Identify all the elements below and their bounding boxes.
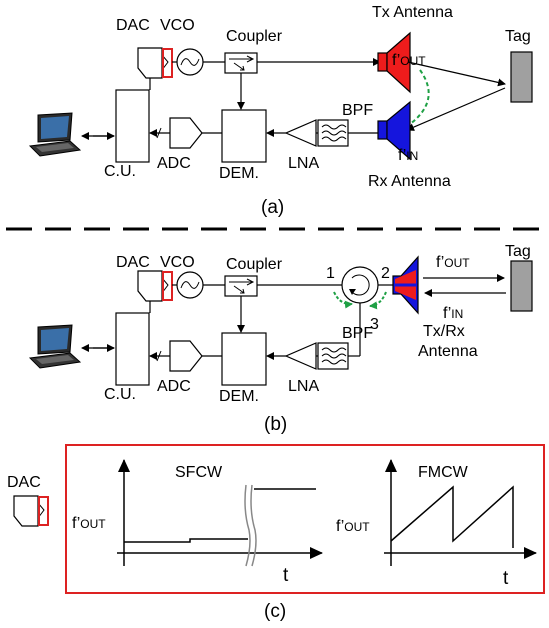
port-3-label: 3 — [370, 316, 379, 333]
dac-icon — [137, 270, 173, 302]
antenna-label-1: Tx/Rx — [423, 323, 465, 340]
axis-break-icon — [244, 484, 257, 567]
fmcw-x-label: t — [503, 568, 509, 589]
panel-a: DAC VCO Coupler Tx Antenna Tag — [28, 4, 533, 218]
antenna-label-2: Antenna — [418, 343, 478, 360]
tx-antenna-label: Tx Antenna — [372, 4, 453, 21]
vco-label: VCO — [160, 254, 195, 271]
bandpass-filter-icon — [317, 119, 349, 147]
lna-label: LNA — [288, 155, 319, 172]
tx-antenna — [377, 31, 411, 94]
coupler-label: Coupler — [226, 28, 283, 45]
dac-label: DAC — [116, 17, 150, 34]
adc-icon — [169, 117, 203, 149]
port-1-label: 1 — [326, 265, 335, 282]
cu-label: C.U. — [104, 163, 136, 180]
oscillator-icon — [176, 271, 204, 299]
control-unit-block — [115, 312, 150, 386]
caption-c: (c) — [264, 601, 286, 622]
dac-label: DAC — [7, 474, 41, 491]
amplifier-icon — [284, 342, 317, 370]
tag-label: Tag — [505, 243, 531, 260]
dac-label: DAC — [116, 254, 150, 271]
txrx-antenna — [392, 255, 419, 315]
sfcw-y-label: f’OUT — [72, 515, 106, 532]
bpf-label: BPF — [342, 102, 373, 119]
laptop-icon — [28, 112, 82, 157]
amplifier-icon — [284, 119, 317, 147]
fmcw-label: FMCW — [418, 464, 469, 481]
rx-antenna — [377, 100, 411, 161]
coupler-icon — [224, 275, 258, 297]
fmcw-y-label: f’OUT — [336, 518, 370, 535]
coupler-label: Coupler — [226, 256, 283, 273]
f-out-label: f’OUT — [436, 254, 470, 271]
tag — [510, 51, 533, 103]
demodulator-block — [221, 332, 267, 386]
bandpass-filter-icon — [317, 342, 349, 370]
sfcw-label: SFCW — [175, 464, 223, 481]
adc-icon — [169, 340, 203, 372]
cu-label: C.U. — [104, 386, 136, 403]
sfcw-x-label: t — [283, 565, 289, 586]
lna-label: LNA — [288, 378, 319, 395]
dem-label: DEM. — [219, 165, 259, 182]
dac-icon — [137, 47, 173, 79]
rx-antenna-label: Rx Antenna — [368, 173, 451, 190]
f-in-label: f’IN — [398, 147, 418, 164]
demodulator-block — [221, 109, 267, 163]
dac-icon — [13, 495, 49, 527]
tag-label: Tag — [505, 28, 531, 45]
laptop-icon — [28, 324, 82, 369]
caption-b: (b) — [264, 414, 287, 435]
dem-label: DEM. — [219, 388, 259, 405]
f-out-label: f’OUT — [392, 52, 426, 69]
waveform-frame — [65, 444, 545, 594]
adc-label: ADC — [157, 378, 191, 395]
sfcw-steps-low — [124, 538, 248, 543]
bpf-label: BPF — [342, 325, 373, 342]
f-in-label: f’IN — [443, 305, 463, 322]
fmcw-sawtooth — [390, 485, 514, 548]
port-2-label: 2 — [381, 265, 390, 282]
caption-a: (a) — [261, 197, 284, 218]
echo-arrow-1 — [333, 291, 353, 309]
oscillator-icon — [176, 48, 204, 76]
echo-arrow-2 — [369, 291, 387, 310]
tag — [510, 260, 533, 312]
circulator-icon — [341, 266, 379, 304]
coupler-icon — [224, 52, 258, 74]
adc-label: ADC — [157, 155, 191, 172]
panel-b: DAC VCO Coupler Tag 1 2 3 — [28, 243, 533, 435]
control-unit-block — [115, 89, 150, 163]
vco-label: VCO — [160, 17, 195, 34]
panel-c: DAC SFCW f’OUT t FMCW f’OUT t (c) — [7, 444, 545, 622]
